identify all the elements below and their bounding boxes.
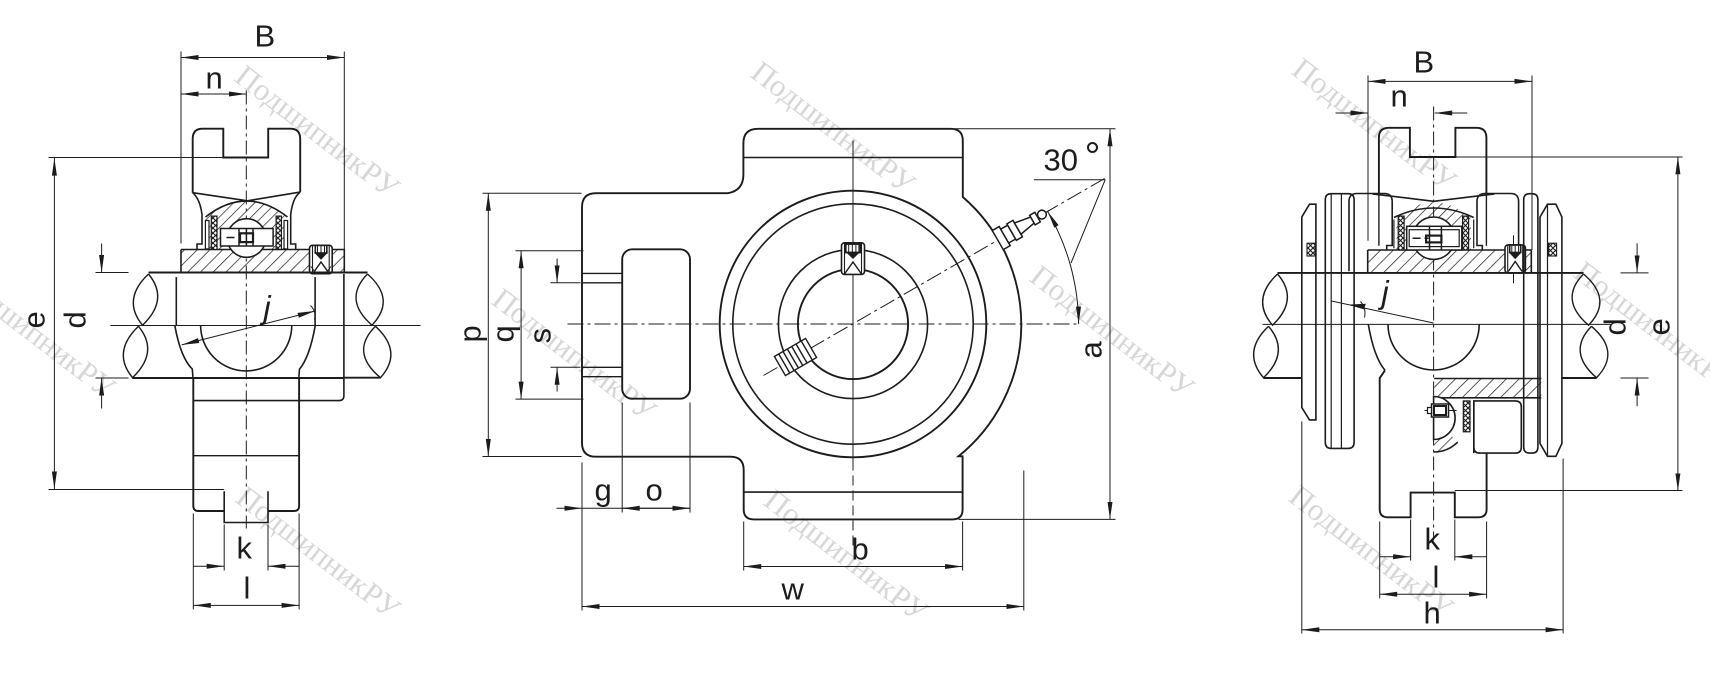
svg-text:B: B — [1414, 45, 1435, 80]
svg-text:n: n — [1391, 79, 1408, 114]
svg-text:l: l — [244, 571, 251, 606]
svg-text:a: a — [1074, 341, 1109, 359]
svg-text:p: p — [453, 325, 488, 342]
svg-text:n: n — [206, 61, 223, 96]
svg-text:30: 30 — [1044, 143, 1078, 178]
svg-text:q: q — [486, 325, 521, 342]
svg-text:k: k — [1425, 522, 1441, 557]
svg-text:h: h — [1424, 596, 1441, 631]
svg-text:e: e — [1642, 318, 1677, 335]
svg-text:k: k — [237, 531, 253, 566]
svg-text:d: d — [1598, 318, 1633, 335]
svg-text:w: w — [781, 572, 805, 607]
svg-text:B: B — [255, 19, 276, 54]
svg-text:l: l — [1433, 560, 1440, 595]
svg-text:g: g — [595, 473, 612, 508]
svg-text:e: e — [17, 311, 52, 328]
svg-text:o: o — [646, 473, 663, 508]
svg-text:d: d — [58, 311, 93, 328]
svg-text:s: s — [523, 328, 558, 344]
svg-text:b: b — [852, 532, 869, 567]
